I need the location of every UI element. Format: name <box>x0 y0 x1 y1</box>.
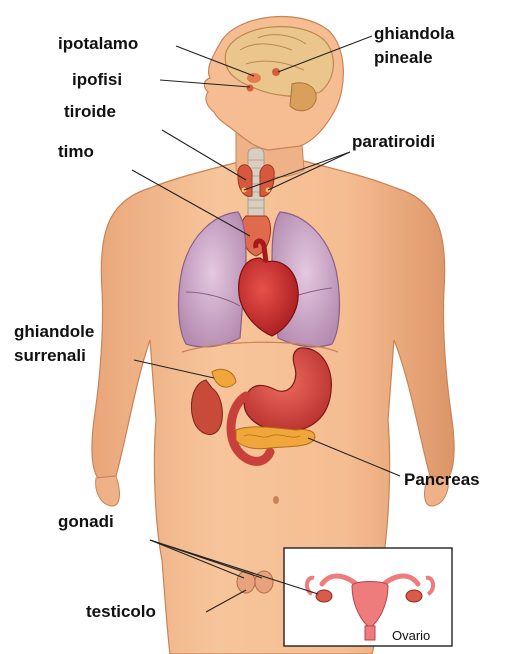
label-surrenali: surrenali <box>14 346 86 366</box>
label-tiroide: tiroide <box>64 102 116 122</box>
label-ghiandola: ghiandola <box>374 24 454 44</box>
label-gonadi: gonadi <box>58 512 114 532</box>
label-ovario: Ovario <box>392 626 430 646</box>
label-ipofisi: ipofisi <box>72 70 122 90</box>
label-pineale: pineale <box>374 48 433 68</box>
label-testicolo: testicolo <box>86 602 156 622</box>
label-ipotalamo: ipotalamo <box>58 34 138 54</box>
label-pancreas: Pancreas <box>404 470 480 490</box>
pancreas <box>236 427 315 449</box>
label-timo: timo <box>58 142 94 162</box>
label-paratiroidi: paratiroidi <box>352 132 435 152</box>
label-ghiandole: ghiandole <box>14 322 94 342</box>
